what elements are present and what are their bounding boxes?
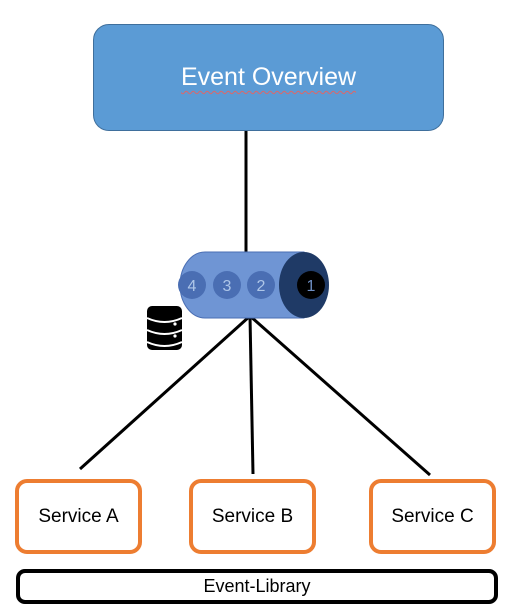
service-c-label: Service C [391,505,474,527]
connector-queue-service-c [249,314,431,477]
event-overview-box: Event Overview [93,24,444,131]
event-library-box: Event-Library [16,569,498,604]
database-icon [146,306,183,350]
queue-message-2-label: 2 [257,278,266,295]
queue-message-2 [247,271,275,299]
queue-message-3 [213,271,241,299]
service-b-label: Service B [211,505,294,527]
event-library-label: Event-Library [203,576,311,596]
connector-queue-service-a [78,314,252,471]
queue-message-3-label: 3 [223,278,232,295]
service-c-box: Service C [369,479,496,554]
connector-queue-service-b [248,315,255,475]
queue-message-4-label: 4 [188,278,197,295]
queue-message-4 [178,271,206,299]
service-a-label: Service A [38,505,119,527]
queue-message-1 [297,271,325,299]
service-a-box: Service A [15,479,142,554]
queue-message-1-label: 1 [307,278,316,295]
service-b-box: Service B [189,479,316,554]
message-queue: 4 3 2 1 [178,251,329,319]
event-overview-title: Event Overview [180,63,357,91]
